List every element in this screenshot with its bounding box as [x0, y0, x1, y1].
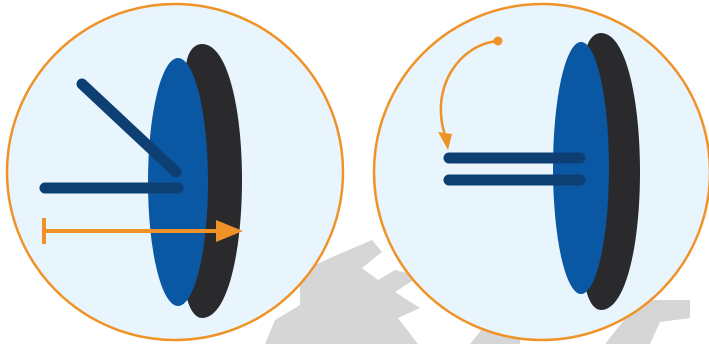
left-panel — [7, 4, 343, 340]
disc-front — [553, 42, 609, 294]
right-panel-circle — [374, 4, 709, 340]
disc-front — [148, 58, 208, 306]
right-panel — [374, 4, 709, 340]
